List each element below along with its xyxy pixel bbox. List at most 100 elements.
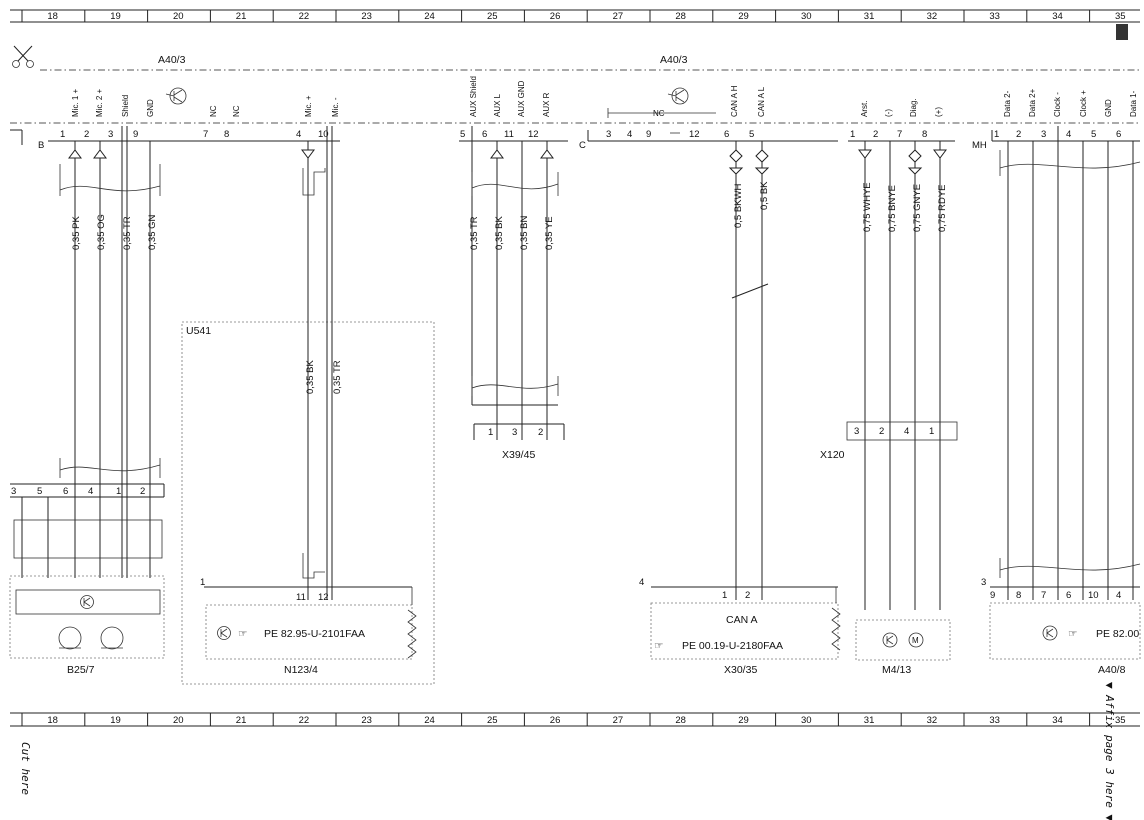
grid-label: 19 (110, 715, 121, 726)
pin-label-can-a-h: CAN A H (730, 85, 739, 117)
pin-c-3: 3 (606, 129, 611, 140)
component-n123-4: N123/4 (284, 664, 318, 676)
pin-m-2: 2 (873, 129, 878, 140)
pin-b-8: 8 (224, 129, 229, 140)
pin-label-mic-plus: Mic. + (304, 95, 313, 117)
pin-label-data2-plus: Data 2+ (1028, 88, 1037, 117)
x120-pin-1: 1 (929, 426, 934, 437)
grid-label: 35 (1115, 11, 1126, 22)
wire-w11-label: 0,75 WHYE (862, 182, 873, 232)
wire-w15-label: 0,35 BK (305, 360, 316, 394)
pin-label-nc-8: NC (232, 105, 241, 117)
grid-label: 32 (927, 11, 938, 22)
pin-b-10: 10 (318, 129, 329, 140)
grid-label: 27 (613, 11, 624, 22)
b25-pin-2: 2 (140, 486, 145, 497)
ref-n123: PE 82.95-U-2101FAA (264, 628, 365, 640)
n123-pin-12: 12 (318, 592, 329, 603)
grid-label: 18 (47, 715, 58, 726)
pin-m-8: 8 (922, 129, 927, 140)
wire-w10-label: 0,5 BK (759, 181, 770, 210)
hand-pointer-icon: ☞ (1068, 628, 1077, 640)
pin-label-minus: (-) (884, 109, 893, 117)
pin-c-6: 6 (482, 129, 487, 140)
transistor-icon (165, 87, 187, 105)
motor-icon: M (908, 632, 924, 648)
pin-label-gnd: GND (146, 99, 155, 117)
pin-mh-3: 3 (1041, 129, 1046, 140)
grid-label: 28 (675, 11, 686, 22)
pin-mh-4: 4 (1066, 129, 1071, 140)
pin-label-mh-gnd: GND (1104, 99, 1113, 117)
wire-w7-label: 0,35 BN (519, 216, 530, 250)
a40-pin-4: 4 (1116, 590, 1121, 601)
affix-page-note: ▼ Affix page 3 here ▼ (1103, 682, 1116, 820)
grid-label: 25 (487, 11, 498, 22)
pin-label-aux-r: AUX R (542, 92, 551, 117)
pin-mh-5: 5 (1091, 129, 1096, 140)
wire-group-b25: 0,35 PK 0,35 OG 0,35 TR 0,35 GN 3 5 6 4 … (9, 126, 165, 676)
pin-c-5b: 5 (749, 129, 754, 140)
pin-label-data2-minus: Data 2- (1003, 90, 1012, 117)
pin-label-can-a-l: CAN A L (757, 86, 766, 117)
component-m4-13: M4/13 (882, 664, 911, 676)
b25-pin-3: 3 (11, 486, 16, 497)
grid-label: 20 (173, 715, 184, 726)
connector-mh: MH Data 2- Data 2+ Clock - Clock + GND D… (972, 88, 1140, 151)
page-corner-icon (1116, 24, 1128, 40)
grid-label: 23 (361, 11, 372, 22)
a40-pin-8: 8 (1016, 590, 1021, 601)
pin-c-12: 12 (528, 129, 539, 140)
svg-text:M: M (912, 636, 919, 645)
ref-x30: PE 00.19-U-2180FAA (682, 640, 783, 652)
hand-pointer-icon: ☞ (654, 640, 663, 652)
grid-label: 28 (675, 715, 686, 726)
pin-b-2: 2 (84, 129, 89, 140)
grid-label: 30 (801, 11, 812, 22)
grid-label: 21 (236, 11, 247, 22)
x39-pin-3: 3 (512, 427, 517, 438)
n123-pin-11: 11 (296, 592, 306, 603)
grid-label: 24 (424, 715, 435, 726)
grid-label: 18 (47, 11, 58, 22)
scissors-icon (12, 45, 34, 68)
grid-label: 22 (299, 11, 310, 22)
x30-pin-4: 4 (639, 577, 644, 588)
pin-label-aux-l: AUX L (493, 93, 502, 117)
pin-label-aux-gnd: AUX GND (517, 80, 526, 117)
pin-c-5: 5 (460, 129, 465, 140)
speaker-icon (58, 626, 124, 650)
grid-label: 32 (927, 715, 938, 726)
wire-w3-label: 0,35 TR (122, 216, 133, 250)
pin-c-12b: 12 (689, 129, 700, 140)
component-b25-7: B25/7 (67, 664, 95, 676)
pin-b-4: 4 (296, 129, 301, 140)
grid-label: 21 (236, 715, 247, 726)
connector-c-label: C (579, 140, 586, 151)
pin-label-mic2: Mic. 2 + (95, 88, 104, 117)
grid-label: 25 (487, 715, 498, 726)
grid-label: 31 (864, 11, 875, 22)
a40-pin-7: 7 (1041, 590, 1046, 601)
component-x30-35: X30/35 (724, 664, 757, 676)
pin-b-9: 9 (133, 129, 138, 140)
wire-w6-label: 0,35 BK (494, 216, 505, 250)
grid-label: 29 (738, 715, 749, 726)
grid-label: 29 (738, 11, 749, 22)
grid-label: 23 (361, 715, 372, 726)
grid-label: 26 (550, 715, 561, 726)
grid-label: 34 (1052, 715, 1063, 726)
pin-label-clock-minus: Clock - (1053, 92, 1062, 117)
pin-mh-6: 6 (1116, 129, 1121, 140)
connector-m4: Arst. (-) Diag. (+) 1 2 7 8 (848, 98, 955, 142)
grid-label: 33 (989, 11, 1000, 22)
wire-w2-label: 0,35 OG (96, 214, 107, 250)
wire-group-mh: 3 9 8 7 6 10 4 ☞ PE 82.00 A40/8 (981, 126, 1141, 676)
grid-label: 24 (424, 11, 435, 22)
pin-label-mic1: Mic. 1 + (71, 88, 80, 117)
wire-w16-label: 0,35 TR (332, 360, 343, 394)
grid-label: 33 (989, 715, 1000, 726)
grid-label: 20 (173, 11, 184, 22)
wire-group-motor: 0,75 WHYE 0,75 BNYE 0,75 GNYE 0,75 RDYE … (820, 141, 958, 676)
